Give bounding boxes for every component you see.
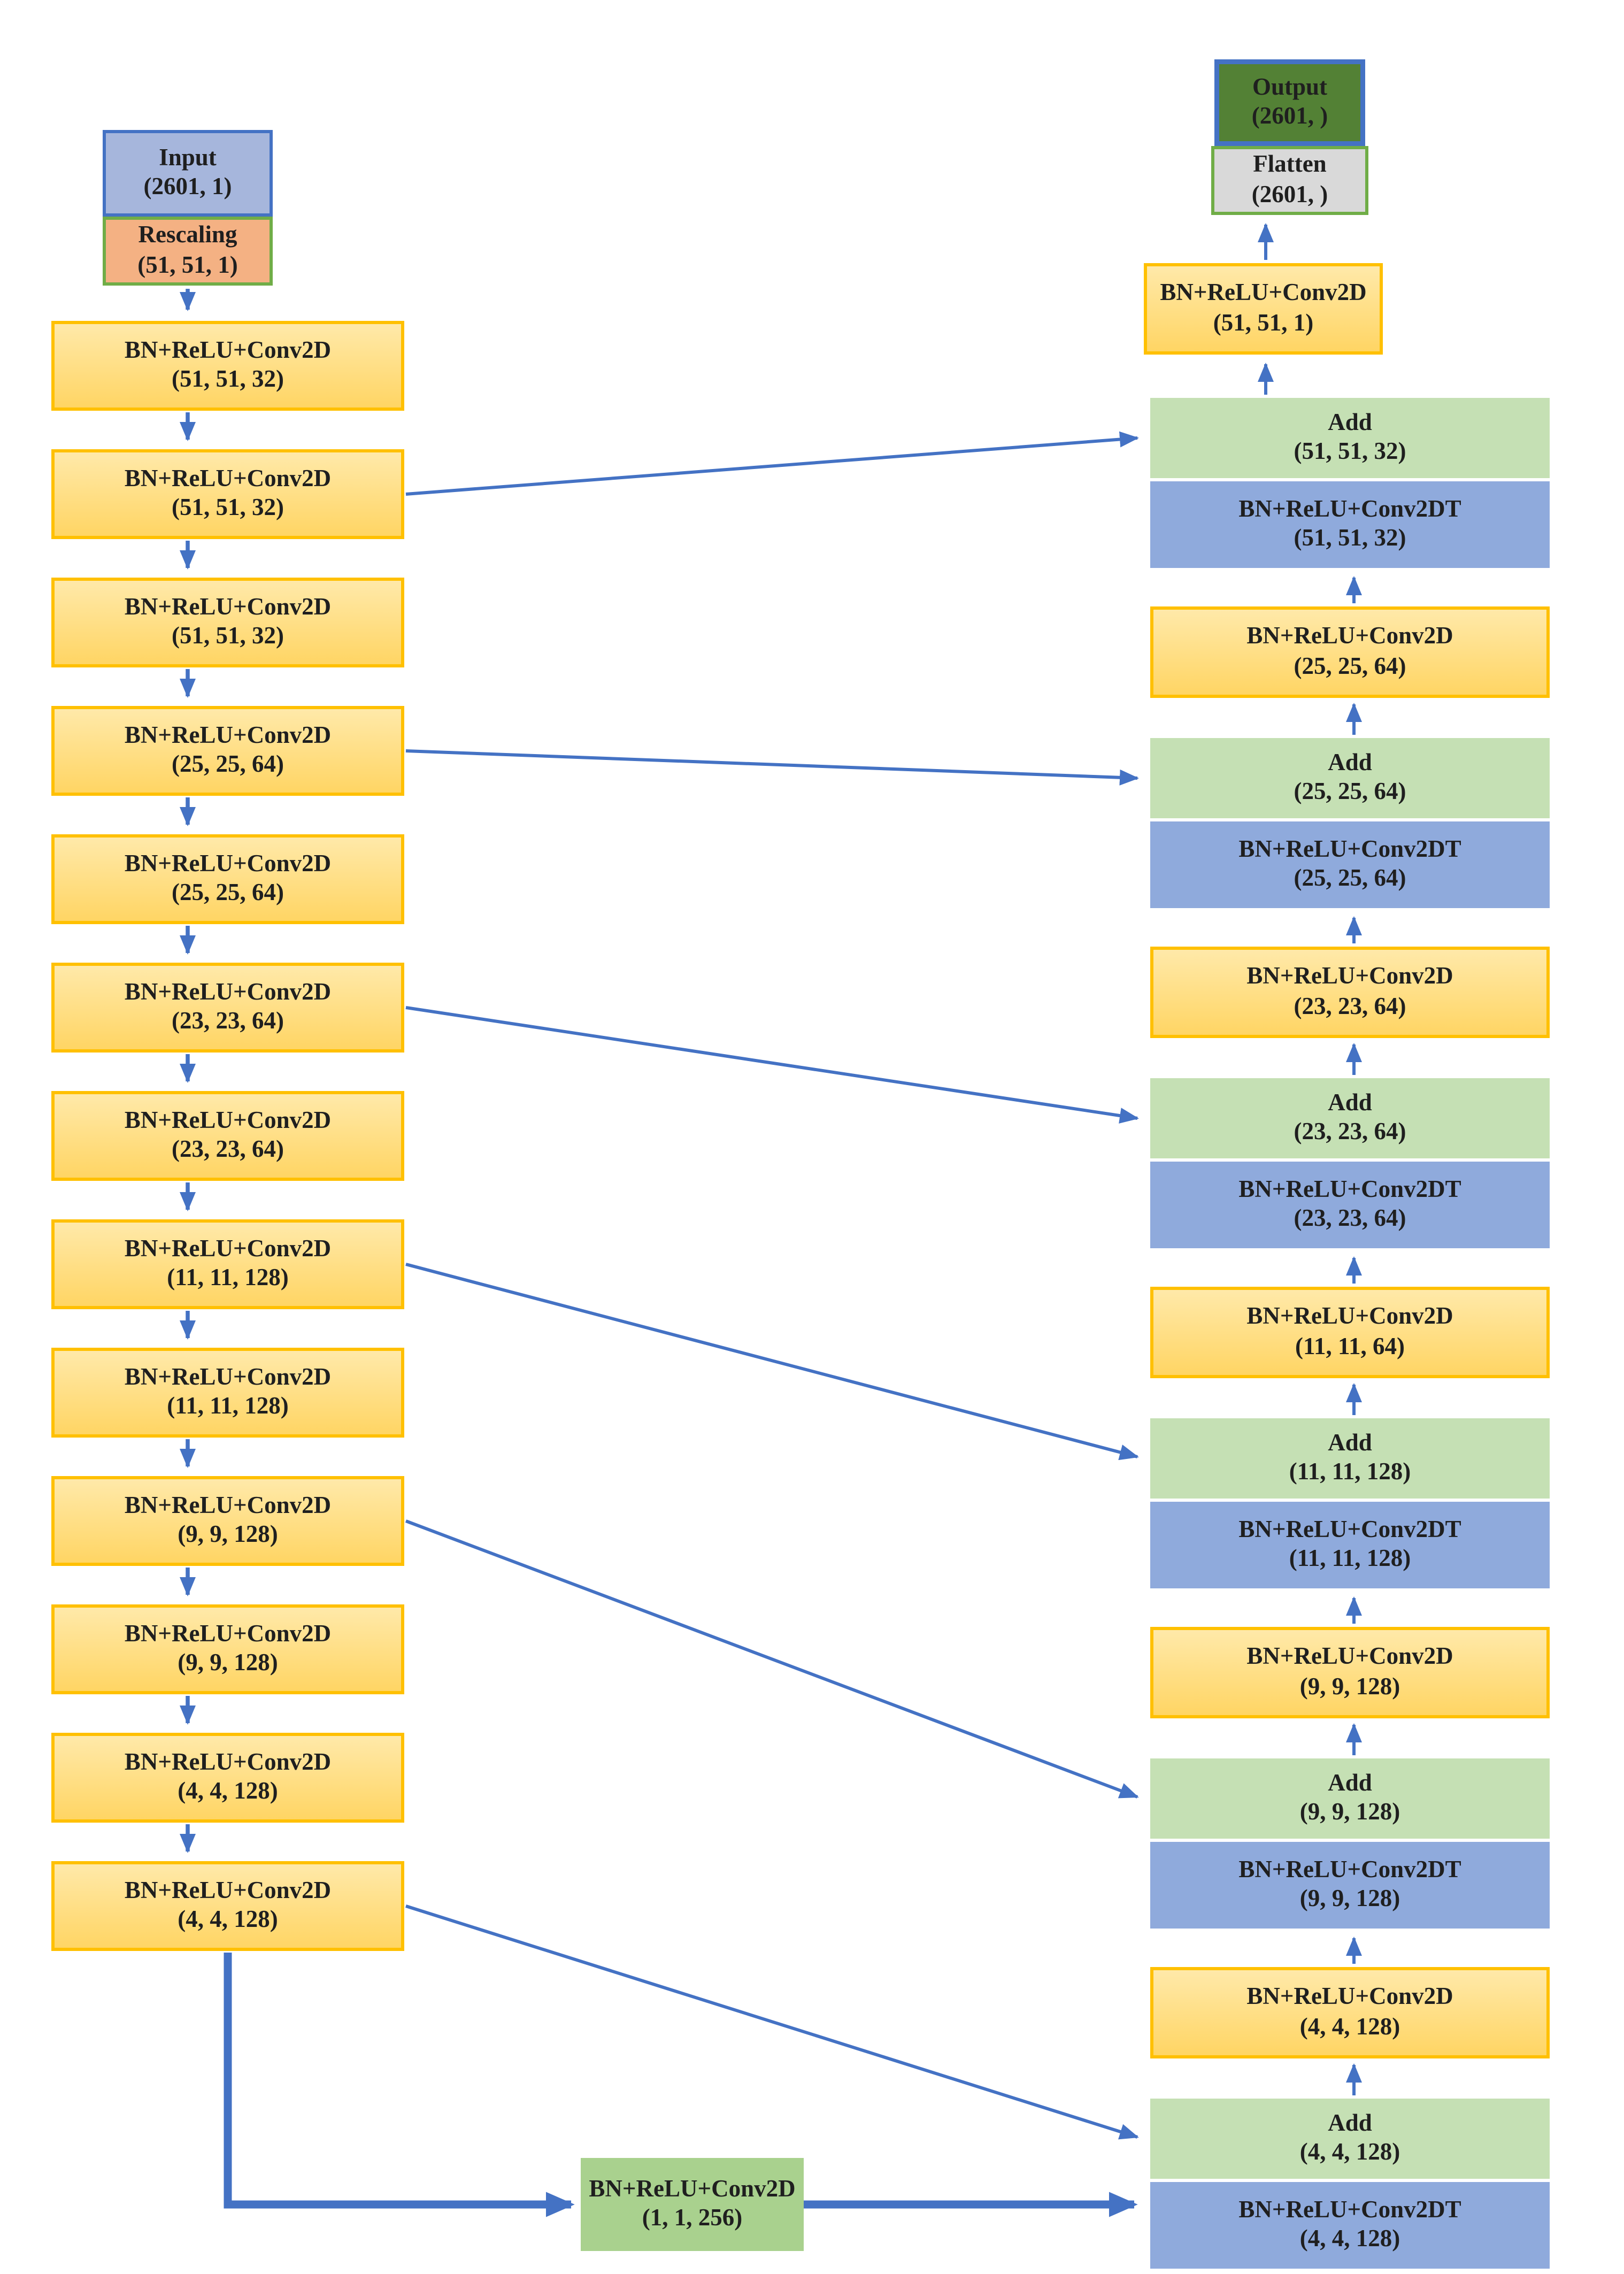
rescaling-dims: (51, 51, 1) [137, 252, 238, 279]
skip-connection-arrow [405, 1519, 1139, 1799]
encoder-conv-box-13: BN+ReLU+Conv2D(4, 4, 128) [51, 1861, 404, 1951]
rescaling-label: Rescaling [138, 223, 237, 249]
decoder-conv-box-3: BN+ReLU+Conv2D(11, 11, 64) [1150, 1287, 1550, 1378]
decoder-convt-box-6: BN+ReLU+Conv2DT(4, 4, 128) [1150, 2182, 1550, 2269]
encoder-conv-box-11: BN+ReLU+Conv2D(9, 9, 128) [51, 1604, 404, 1694]
decoder-add-box-5: Add(9, 9, 128) [1150, 1758, 1550, 1839]
skip-connection-arrow [405, 1904, 1139, 2140]
skip-connection-arrow [405, 1263, 1139, 1461]
decoder-conv-box-2: BN+ReLU+Conv2D(23, 23, 64) [1150, 947, 1550, 1038]
decoder-add-box-4: Add(11, 11, 128) [1150, 1418, 1550, 1499]
decoder-add-box-6: Add(4, 4, 128) [1150, 2099, 1550, 2179]
encoder-conv-box-5: BN+ReLU+Conv2D(25, 25, 64) [51, 834, 404, 924]
input-layer-box: Input (2601, 1) [103, 130, 273, 217]
output-layer-box: Output(2601, ) [1214, 59, 1365, 146]
encoder-conv-box-12: BN+ReLU+Conv2D(4, 4, 128) [51, 1733, 404, 1823]
encoder-conv-box-1: BN+ReLU+Conv2D(51, 51, 32) [51, 321, 404, 411]
decoder-convt-box-2: BN+ReLU+Conv2DT(25, 25, 64) [1150, 821, 1550, 908]
input-dims: (2601, 1) [143, 175, 232, 201]
flatten-layer-box: Flatten(2601, ) [1211, 146, 1368, 215]
encoder-conv-box-6: BN+ReLU+Conv2D(23, 23, 64) [51, 963, 404, 1053]
decoder-add-box-1: Add(51, 51, 32) [1150, 398, 1550, 478]
encoder-conv-box-9: BN+ReLU+Conv2D(11, 11, 128) [51, 1348, 404, 1438]
encoder-conv-box-3: BN+ReLU+Conv2D(51, 51, 32) [51, 578, 404, 667]
encoder-conv-box-8: BN+ReLU+Conv2D(11, 11, 128) [51, 1219, 404, 1309]
decoder-convt-box-3: BN+ReLU+Conv2DT(23, 23, 64) [1150, 1162, 1550, 1248]
skip-connection-arrow [405, 749, 1139, 786]
decoder-add-box-2: Add(25, 25, 64) [1150, 738, 1550, 818]
encoder-conv-box-4: BN+ReLU+Conv2D(25, 25, 64) [51, 706, 404, 796]
skip-connection-arrow [405, 1006, 1139, 1124]
decoder-convt-box-5: BN+ReLU+Conv2DT(9, 9, 128) [1150, 1842, 1550, 1929]
bottleneck-conv-box: BN+ReLU+Conv2D(1, 1, 256) [581, 2158, 804, 2251]
decoder-conv-box-4: BN+ReLU+Conv2D(9, 9, 128) [1150, 1627, 1550, 1718]
input-label: Input [159, 145, 217, 171]
decoder-convt-box-1: BN+ReLU+Conv2DT(51, 51, 32) [1150, 481, 1550, 568]
encoder-conv-box-2: BN+ReLU+Conv2D(51, 51, 32) [51, 449, 404, 539]
decoder-conv-box-1: BN+ReLU+Conv2D(25, 25, 64) [1150, 606, 1550, 698]
decoder-conv-box-5: BN+ReLU+Conv2D(4, 4, 128) [1150, 1967, 1550, 2058]
skip-connection-arrow [405, 431, 1139, 496]
decoder-head-conv-box: BN+ReLU+Conv2D(51, 51, 1) [1144, 263, 1383, 355]
decoder-add-box-3: Add(23, 23, 64) [1150, 1078, 1550, 1158]
rescaling-layer-box: Rescaling (51, 51, 1) [103, 217, 273, 286]
decoder-convt-box-4: BN+ReLU+Conv2DT(11, 11, 128) [1150, 1502, 1550, 1588]
encoder-conv-box-10: BN+ReLU+Conv2D(9, 9, 128) [51, 1476, 404, 1566]
encoder-conv-box-7: BN+ReLU+Conv2D(23, 23, 64) [51, 1091, 404, 1181]
flow-elbow-to-bottleneck [224, 1953, 575, 2217]
